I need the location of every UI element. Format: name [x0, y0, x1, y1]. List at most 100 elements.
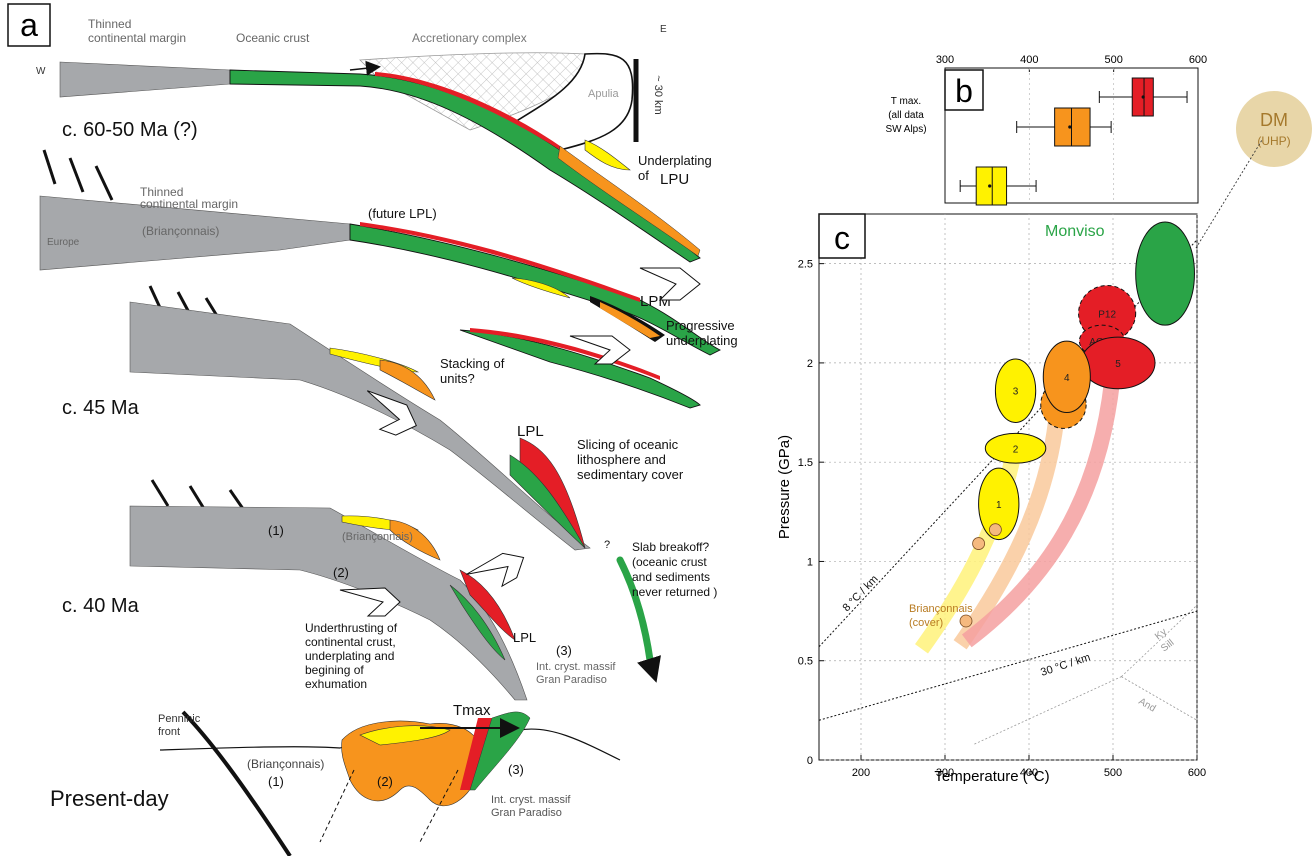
s2-yellow-unit: [511, 277, 571, 299]
s2-subduction-arrow: [639, 267, 701, 301]
s1-oceanic-crust-label: Oceanic crust: [236, 31, 310, 45]
c-ky-sill: [1121, 604, 1198, 677]
s1-underplating-1: Underplating: [638, 153, 712, 168]
c-ytick-label: 0.5: [798, 656, 813, 668]
s4-unit-3: (3): [556, 643, 572, 658]
s5-penninic-2: front: [158, 726, 180, 738]
s2-fault-1: [42, 149, 57, 185]
s4-red-unit: [459, 569, 516, 641]
s3-arrow-2: [366, 390, 417, 436]
s4-slab-breakoff: [616, 556, 654, 664]
c-xtick-label: 600: [1188, 767, 1206, 779]
s3-slicing-1: Slicing of oceanic: [577, 437, 679, 452]
s5-unit-2: (2): [377, 774, 393, 789]
c-ellipse-4: [1042, 340, 1091, 414]
s4-fault-1: [150, 479, 170, 507]
c-xtick-label: 200: [852, 767, 870, 779]
c-ellipse-label: 4: [1064, 373, 1070, 384]
s2-sediment-red: [360, 222, 640, 302]
s5-penninic-front: [181, 710, 292, 856]
dm-label: DM: [1260, 110, 1288, 130]
s1-age-label: c. 60-50 Ma (?): [62, 119, 198, 141]
s4-underthrust-3: underplating and: [305, 649, 394, 663]
s4-underthrust-5: exhumation: [305, 677, 367, 691]
c-ytick-label: 2.5: [798, 259, 813, 271]
s5-tmax-label: Tmax: [453, 702, 491, 719]
s2-continental-margin: [39, 195, 351, 271]
s2-thinned-1: Thinned: [140, 185, 183, 199]
s2-thinned-2: continental margin: [140, 197, 238, 211]
s2-oceanic-crust: [349, 223, 722, 356]
s1-apulia-label: Apulia: [588, 88, 619, 100]
s4-slab-1: Slab breakoff?: [632, 540, 709, 554]
stage-45ma: c. 45 Ma Stacking of units? LPL Slicing …: [62, 285, 701, 551]
s4-arrow-2: [466, 552, 525, 588]
s4-orange-unit: [389, 519, 441, 561]
s4-underthrust-4: begining of: [305, 663, 364, 677]
s5-massif-1: Int. cryst. massif: [491, 794, 571, 806]
b-mean: [988, 184, 992, 188]
s1-thinned-margin-1: Thinned: [88, 17, 131, 31]
b-tick-label: 300: [936, 54, 954, 66]
s2-progressive-2: underplating: [666, 333, 738, 348]
s3-orange-unit: [379, 359, 436, 401]
s4-unit-1: (1): [268, 523, 284, 538]
c-briançonnais-point: [989, 523, 1002, 537]
c-ellipse-label: 5: [1115, 359, 1121, 370]
c-briançonnais-point: [972, 537, 985, 550]
panel-a: a W Thinned continental margin Oceanic c…: [7, 3, 738, 856]
s5-unit-1: (1): [268, 774, 284, 789]
panel-b-letter: b: [955, 73, 973, 109]
s4-brianconnais: (Briançonnais): [342, 531, 413, 543]
b-tick-label: 600: [1189, 54, 1207, 66]
s1-yellow-unit: [584, 139, 631, 171]
panel-b-label-3: SW Alps): [885, 124, 926, 135]
s4-slab-3: and sediments: [632, 570, 710, 584]
c-ellipse-label: P12: [1098, 309, 1116, 320]
c-and-ky: [974, 676, 1122, 745]
s5-penninic-1: Penninic: [158, 713, 201, 725]
s1-underplating-2: of: [638, 168, 649, 183]
scale-label: ~ 30 km: [652, 75, 664, 114]
panel-a-letter-box: [7, 3, 51, 47]
panel-c-ellipses: P12AG205P124321: [959, 221, 1195, 628]
c-ytick-label: 1.5: [798, 457, 813, 469]
s2-fault-2: [68, 157, 85, 193]
panel-a-letter: a: [20, 7, 38, 43]
s1-accretionary-label: Accretionary complex: [412, 31, 527, 45]
b-tick-label: 400: [1020, 54, 1038, 66]
c-xtick-label: 300: [936, 767, 954, 779]
s3-question: ?: [604, 539, 610, 551]
s5-red-unit: [460, 718, 492, 790]
s4-unit-2: (2): [333, 565, 349, 580]
c-ylabel: Pressure (GPa): [776, 435, 793, 539]
s3-arrow-1: [569, 335, 631, 365]
stage-40ma: c. 40 Ma (1) (Briançonnais) (2) (3) LPL …: [62, 479, 717, 701]
s3-oceanic-crust: [459, 329, 701, 409]
s5-dashed-1: [319, 769, 355, 843]
s2-europe-label: Europe: [47, 237, 80, 248]
panel-b-letter-box: [944, 69, 984, 111]
pt-path-orange: [953, 421, 1064, 650]
west-label: W: [36, 66, 46, 77]
s2-progressive-1: Progressive: [666, 318, 735, 333]
c-ytick-label: 2: [807, 358, 813, 370]
panel-c-letter: c: [834, 220, 850, 256]
c-xlabel: Temperature (°C): [934, 768, 1049, 785]
s4-slab-2: (oceanic crust: [632, 555, 707, 569]
c-ytick-label: 0: [807, 755, 813, 767]
c-geotherm: [818, 610, 1198, 721]
s4-massif-1: Int. cryst. massif: [536, 661, 616, 673]
b-box: [1054, 107, 1091, 147]
c-ellipse-3: [994, 358, 1037, 423]
s5-brianconnais: (Briançonnais): [247, 757, 324, 771]
panel-b-label-2: (all data: [888, 110, 924, 121]
s1-orange-slice: [557, 145, 701, 257]
s4-slab-4: never returned ): [632, 585, 717, 599]
s1-arrow: [349, 60, 381, 76]
s5-yellow-unit: [359, 725, 451, 746]
